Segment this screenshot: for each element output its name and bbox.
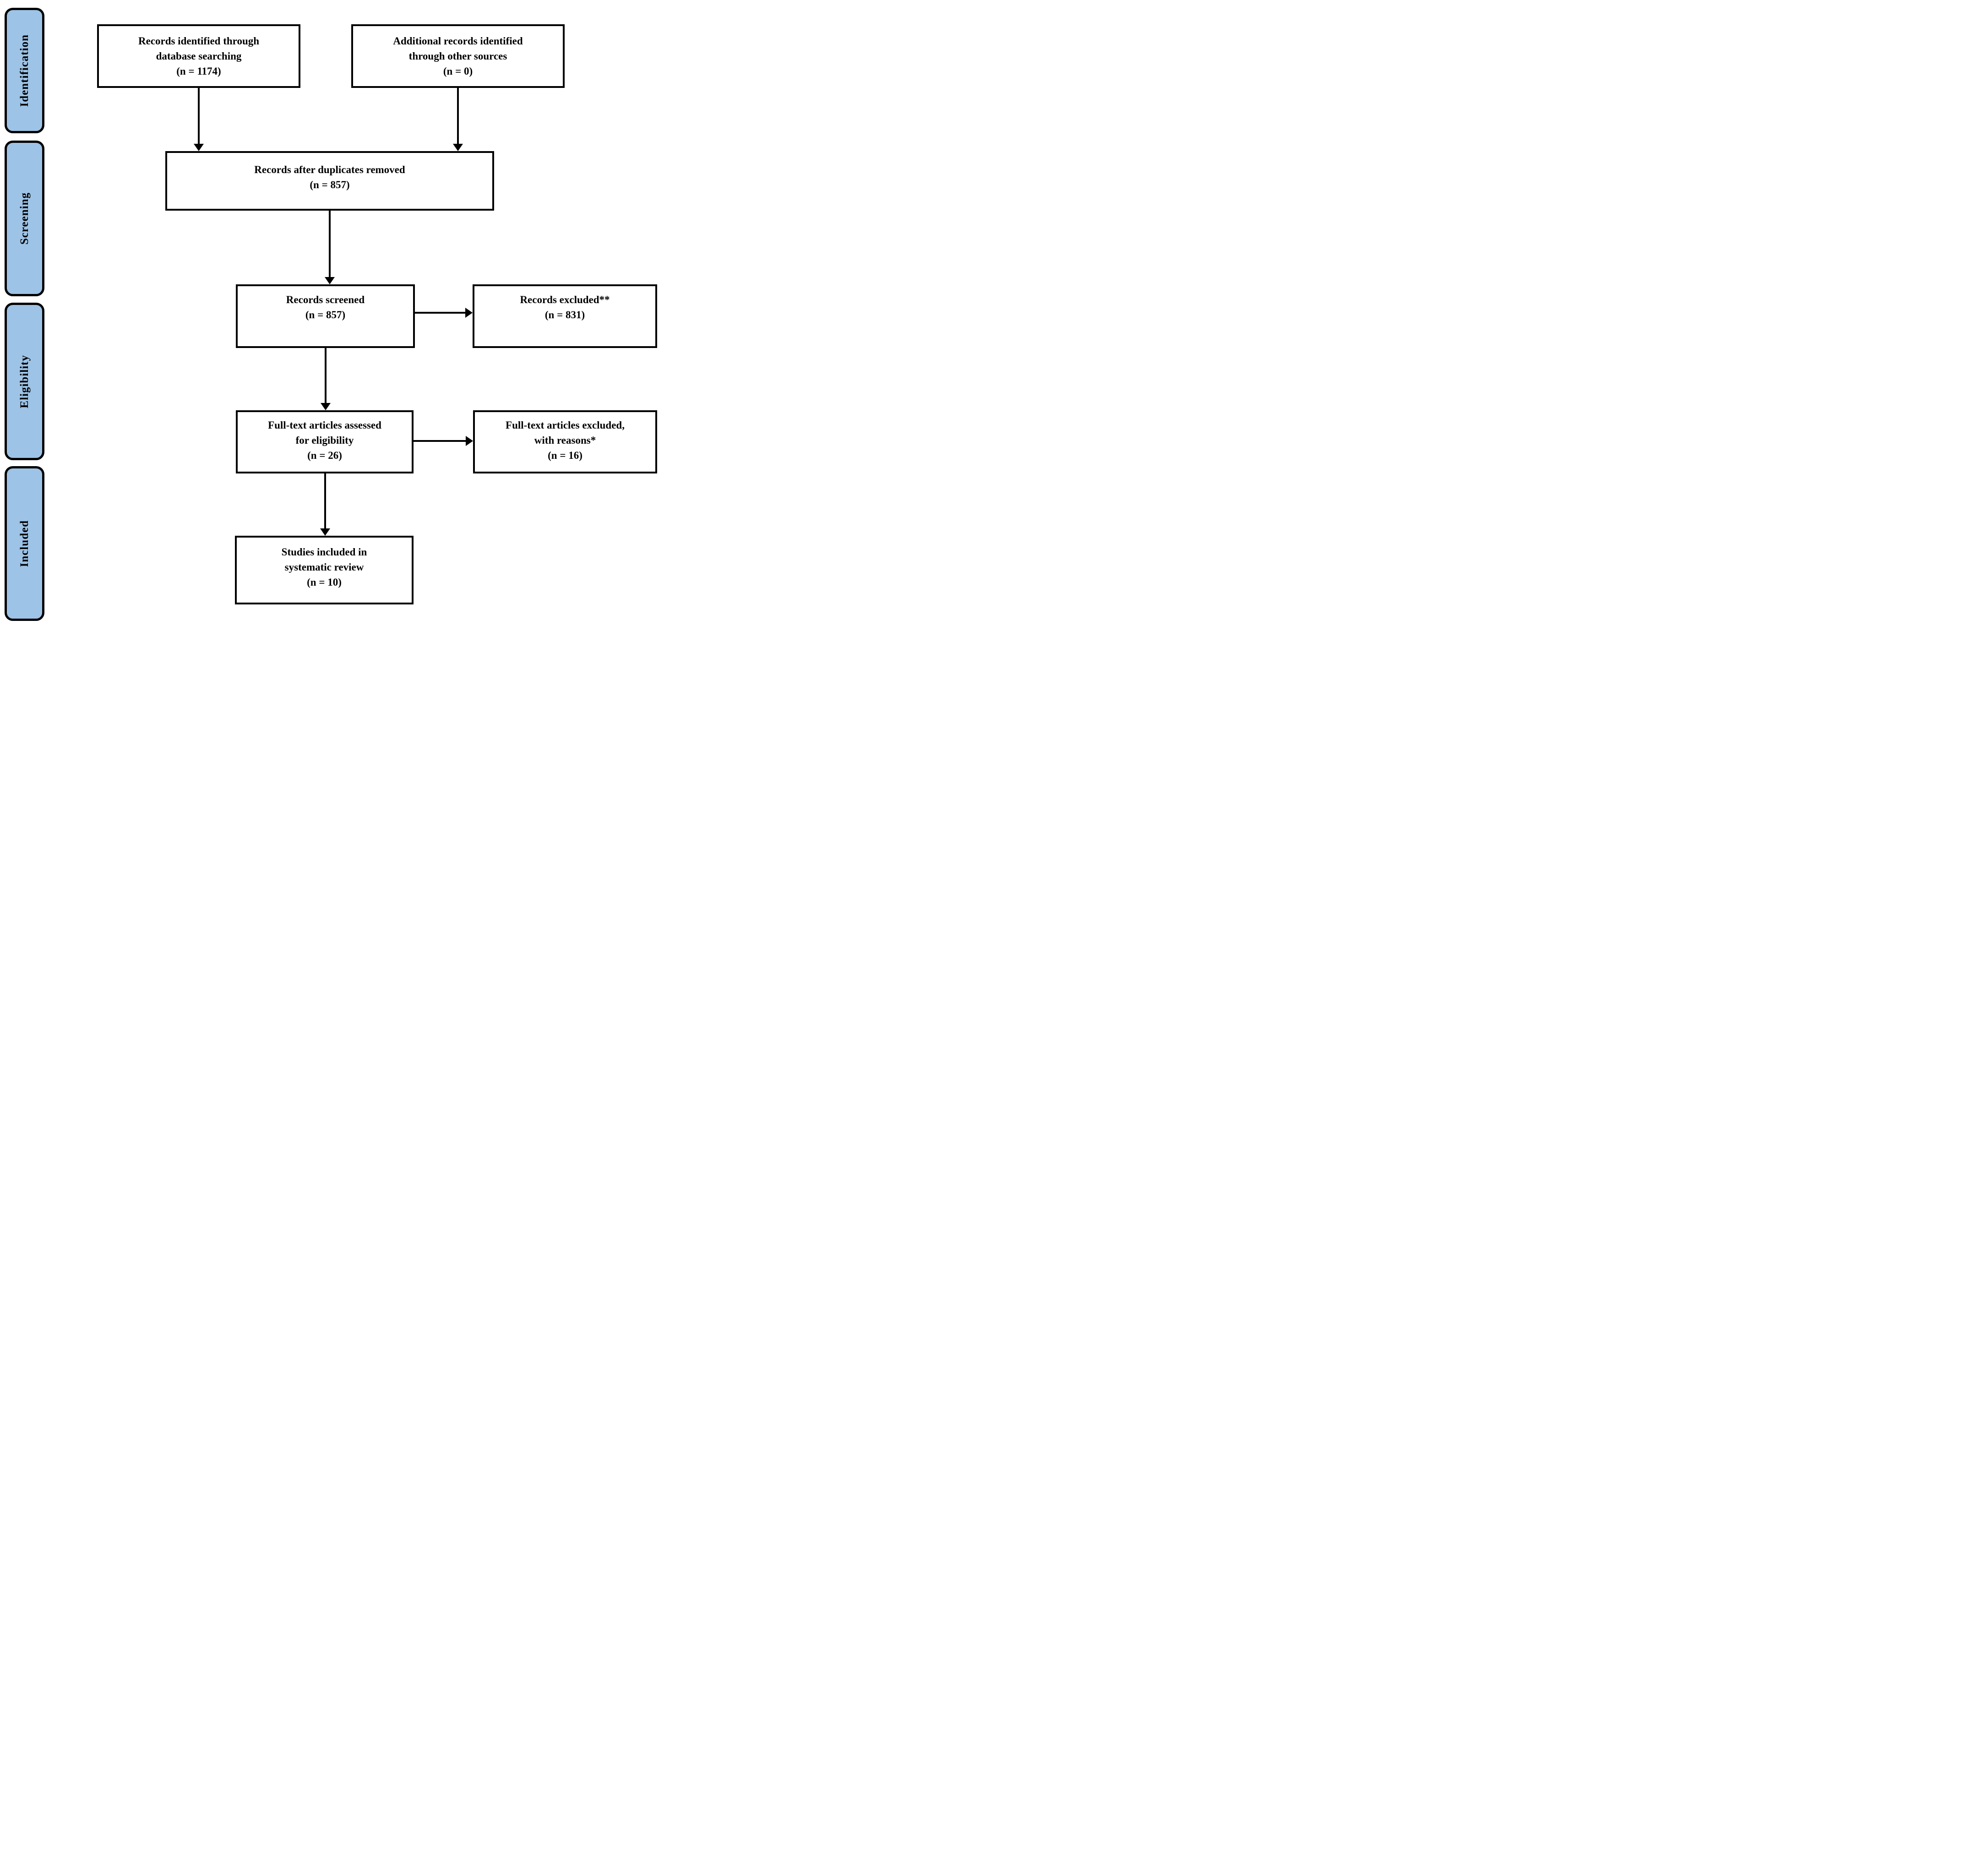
box-count: (n = 1174): [176, 65, 221, 77]
arrowhead-screened-to-fulltext: [321, 403, 331, 410]
prisma-flow-diagram: Identification Screening Eligibility Inc…: [0, 0, 659, 625]
box-line: database searching: [156, 50, 242, 62]
arrowhead-fulltext-to-excluded: [466, 436, 473, 446]
arrow-identified-to-duplicates: [198, 88, 200, 144]
stage-identification-label: Identification: [18, 34, 31, 107]
box-duplicates-removed: Records after duplicates removed (n = 85…: [165, 151, 494, 211]
arrow-duplicates-to-screened: [329, 211, 331, 277]
box-records-screened: Records screened (n = 857): [236, 284, 415, 348]
arrow-fulltext-to-included: [324, 473, 326, 528]
arrowhead-additional-to-duplicates: [453, 144, 463, 151]
arrowhead-screened-to-excluded: [465, 308, 473, 318]
box-records-identified: Records identified through database sear…: [97, 24, 300, 88]
box-count: (n = 857): [305, 309, 346, 321]
box-count: (n = 857): [310, 179, 350, 190]
box-count: (n = 10): [307, 576, 342, 588]
stage-included: Included: [5, 466, 44, 621]
arrow-screened-to-fulltext: [325, 348, 327, 403]
box-line: Additional records identified: [393, 35, 523, 47]
box-count: (n = 26): [307, 450, 342, 461]
box-count: (n = 0): [443, 65, 473, 77]
stage-screening-label: Screening: [18, 192, 31, 245]
stage-screening: Screening: [5, 141, 44, 296]
arrowhead-identified-to-duplicates: [194, 144, 204, 151]
arrow-fulltext-to-excluded: [414, 440, 466, 442]
stage-eligibility-label: Eligibility: [18, 354, 31, 408]
box-line: systematic review: [284, 561, 364, 573]
box-studies-included: Studies included in systematic review (n…: [235, 536, 414, 604]
box-line: Studies included in: [281, 546, 367, 558]
arrowhead-fulltext-to-included: [320, 528, 330, 536]
box-fulltext-excluded: Full-text articles excluded, with reason…: [473, 410, 657, 473]
box-line: Full-text articles assessed: [268, 419, 381, 431]
box-line: Records excluded**: [520, 294, 610, 305]
box-line: through other sources: [408, 50, 507, 62]
arrowhead-duplicates-to-screened: [325, 277, 335, 284]
box-fulltext-assessed: Full-text articles assessed for eligibil…: [236, 410, 414, 473]
stage-identification: Identification: [5, 8, 44, 133]
box-additional-records: Additional records identified through ot…: [351, 24, 565, 88]
arrow-screened-to-excluded: [415, 312, 465, 314]
box-line: with reasons*: [534, 435, 596, 446]
stage-eligibility: Eligibility: [5, 303, 44, 460]
box-line: for eligibility: [295, 435, 354, 446]
box-count: (n = 16): [548, 450, 582, 461]
stage-included-label: Included: [18, 520, 31, 567]
box-line: Records after duplicates removed: [254, 164, 405, 175]
arrow-additional-to-duplicates: [457, 88, 459, 144]
box-line: Records identified through: [138, 35, 260, 47]
box-count: (n = 831): [544, 309, 585, 321]
box-line: Full-text articles excluded,: [506, 419, 625, 431]
box-records-excluded: Records excluded** (n = 831): [473, 284, 657, 348]
box-line: Records screened: [286, 294, 365, 305]
